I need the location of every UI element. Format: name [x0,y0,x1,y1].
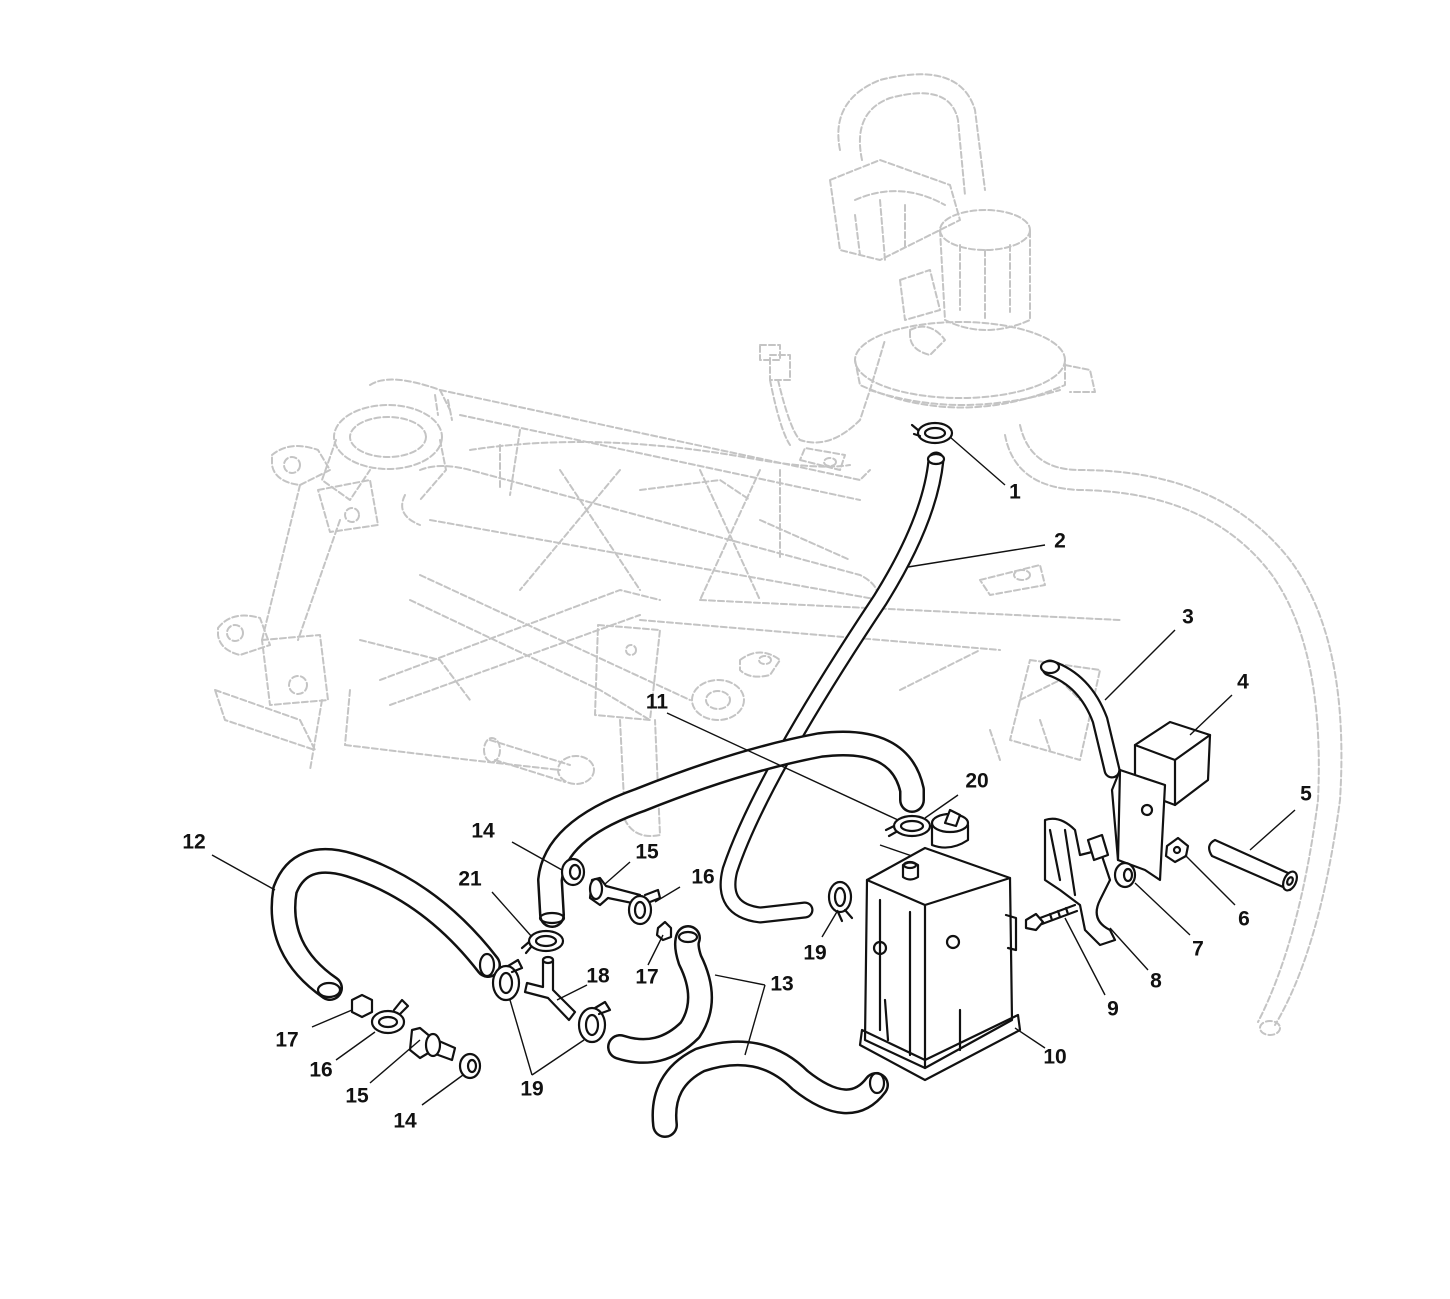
part-19-clamp-upper [827,880,854,923]
callout-19-upper: 19 [803,942,826,965]
callout-7: 7 [1192,938,1204,961]
callout-6: 6 [1238,908,1250,931]
callout-15-upper: 15 [635,841,659,864]
part-16-clamp-upper [627,888,662,926]
part-10-canister [858,808,1022,1082]
part-6-nut [1164,836,1190,864]
part-19-clamp-right [577,1000,612,1044]
callout-16-lower: 16 [309,1059,332,1082]
callout-2: 2 [1054,530,1066,553]
part-11-hose [537,730,925,928]
part-7-grommet [1113,861,1137,889]
callout-16-upper: 16 [691,866,714,889]
callout-18: 18 [586,965,610,988]
part-12-hose [270,847,501,1001]
part-14-washer-upper [560,857,586,887]
callout-19-lower: 19 [520,1078,543,1101]
callout-14-upper: 14 [471,820,495,843]
callout-10: 10 [1043,1046,1066,1069]
callout-8: 8 [1150,970,1162,993]
callout-14-lower: 14 [393,1110,417,1133]
callout-15-lower: 15 [345,1085,369,1108]
leader-lines [211,436,1296,1106]
part-1-clamp [910,421,954,445]
part-3-hose [1039,659,1121,779]
part-2-hose [719,451,946,924]
callout-9: 9 [1107,998,1119,1021]
callout-17-upper: 17 [635,966,658,989]
callout-21: 21 [458,868,482,891]
callout-13: 13 [770,973,793,996]
part-15-fitting-lower [408,1026,457,1062]
part-13-hoses [607,925,889,1138]
callout-5: 5 [1300,783,1312,806]
part-19-clamp-left [491,958,524,1002]
callout-1: 1 [1009,481,1021,504]
callout-3: 3 [1182,606,1194,629]
callout-11: 11 [646,691,669,714]
part-16-clamp-lower [370,998,410,1035]
part-21-clamp [520,929,565,955]
part-5-tube [1208,838,1298,892]
callout-12: 12 [182,831,205,854]
part-14-washer-lower [458,1052,482,1080]
part-8-bracket [1043,768,1167,947]
part-18-t-junction [523,955,577,1022]
callout-17-lower: 17 [275,1029,298,1052]
part-20-clamp [884,814,932,838]
callout-20: 20 [965,770,988,793]
callout-4: 4 [1237,671,1249,694]
callout-labels: 1 2 3 4 5 6 7 8 9 10 11 12 13 14 14 15 1… [182,481,1312,1133]
part-17-cap-upper [655,920,673,942]
part-9-screw [1024,903,1079,932]
frame-ghost-outline [214,378,1121,837]
part-17-cap-lower [350,993,374,1019]
fuel-pump-ghost [759,73,1343,1036]
